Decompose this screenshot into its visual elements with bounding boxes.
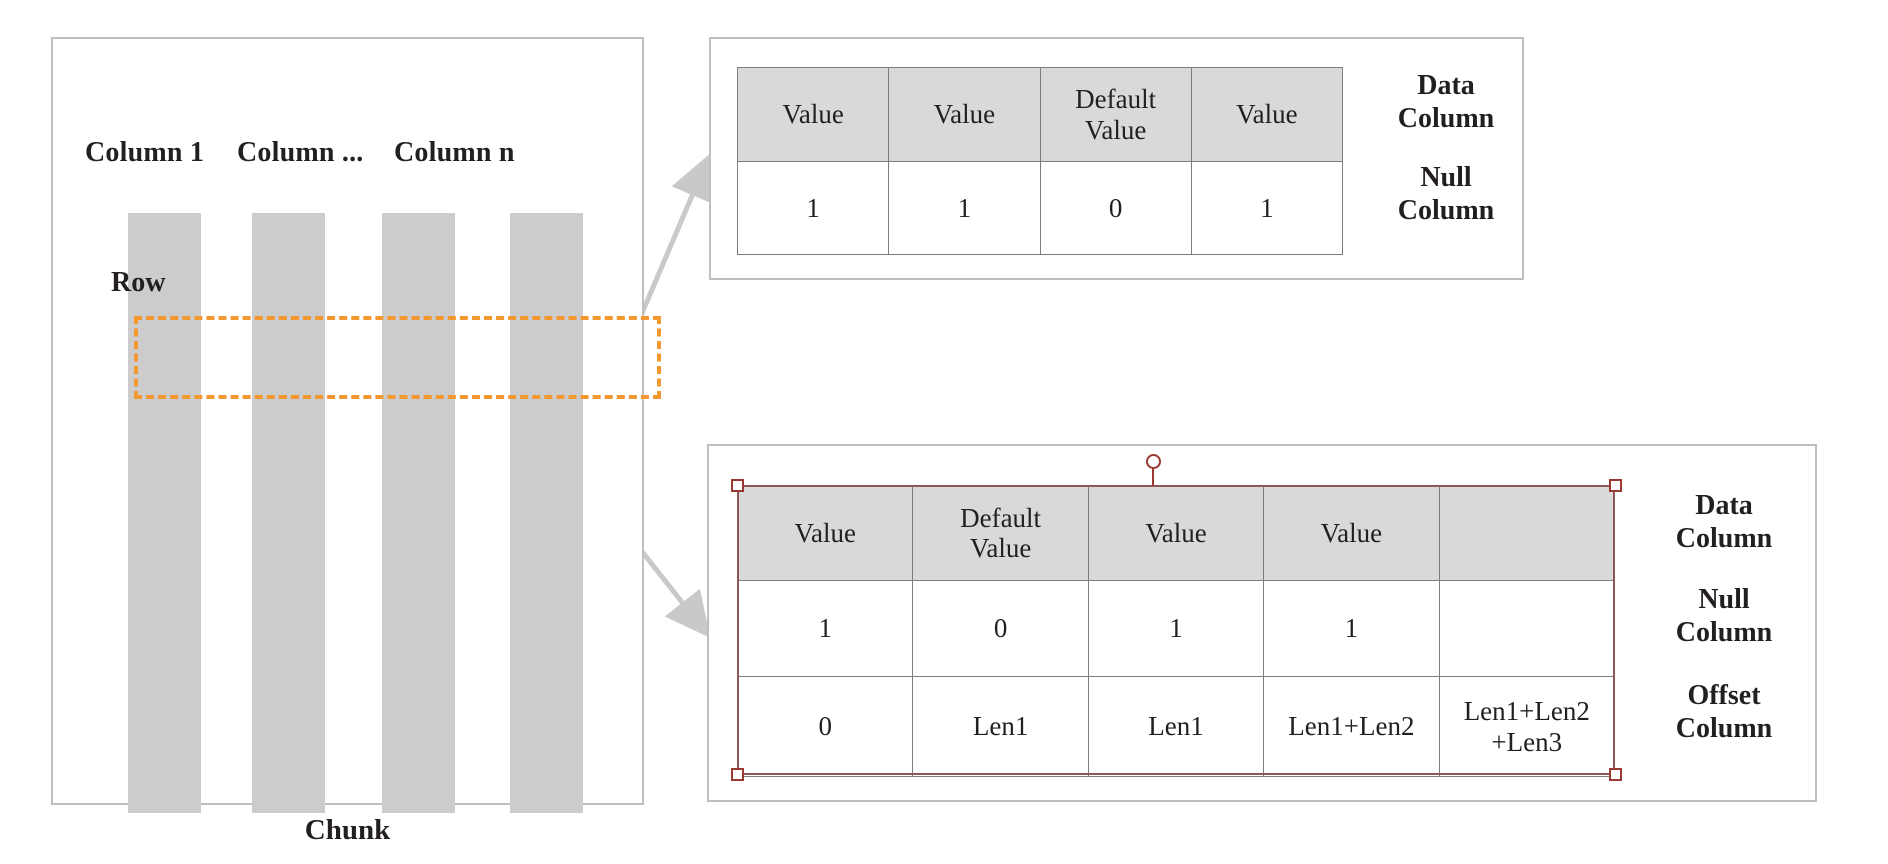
annotation-line: Column (1675, 617, 1773, 649)
selection-handle-bottom-right[interactable] (1609, 768, 1622, 781)
table-cell: 0 (912, 580, 1089, 677)
table-header-cell: Value (1190, 67, 1344, 162)
table-cell: 1 (736, 161, 890, 255)
chunk-label: Chunk (304, 814, 391, 846)
table-cell: 1 (888, 161, 1041, 255)
annotation-line: Column (1675, 713, 1773, 745)
table-cell: Len1 (912, 676, 1089, 777)
annotation-line: Column (1675, 523, 1773, 555)
selection-handle-top-right[interactable] (1609, 479, 1622, 492)
table-row: 1 0 1 1 (736, 580, 1616, 677)
table-cell: Len1+Len2+Len3 (1438, 676, 1616, 777)
rotation-handle-stem (1152, 468, 1154, 486)
row-label: Row (111, 267, 166, 298)
annotation-line: Offset (1687, 680, 1761, 711)
annotation-line: Data (1417, 70, 1475, 101)
column-header-ellipsis: Column ... (237, 137, 364, 168)
table-header-cell: Value (1087, 485, 1265, 581)
annotation-line: Null (1420, 162, 1472, 193)
column-bar-2 (252, 213, 325, 813)
chunk-panel: Column 1 Column ... Column n Row Chunk (51, 37, 661, 846)
column-bar-1 (128, 213, 201, 813)
annotation-data-column: Data Column (1366, 69, 1526, 135)
column-header-1: Column 1 (85, 137, 205, 168)
table-row: 1 1 0 1 (736, 161, 1344, 255)
table-header-cell: Value (1263, 485, 1440, 581)
column-bar-3 (382, 213, 455, 813)
table-cell: 1 (1087, 580, 1265, 677)
rotate-icon[interactable] (1146, 454, 1161, 469)
table-cell: 0 (1039, 161, 1192, 255)
annotation-line: Column (1397, 103, 1495, 135)
column-header-n: Column n (394, 137, 515, 168)
table-header-cell: Value (888, 67, 1041, 162)
table-cell: Len1+Len2 (1263, 676, 1440, 777)
table-cell: 0 (736, 676, 914, 777)
annotation-null-column: Null Column (1366, 161, 1526, 227)
annotation-line: Data (1695, 490, 1753, 521)
annotation-line: Null (1698, 584, 1750, 615)
table-cell: Len1 (1087, 676, 1265, 777)
table-cell: 1 (736, 580, 914, 677)
selection-handle-bottom-left[interactable] (731, 768, 744, 781)
annotation-data-column: Data Column (1639, 489, 1809, 555)
annotation-offset-column: Offset Column (1639, 679, 1809, 745)
annotation-line: Column (1397, 195, 1495, 227)
table-header-cell (1438, 485, 1616, 581)
column-bar-4 (510, 213, 583, 813)
table-cell (1438, 580, 1616, 677)
table-cell: 1 (1190, 161, 1344, 255)
table-header-cell: Value (736, 485, 914, 581)
table-header-cell: Value (736, 67, 890, 162)
table-row: 0 Len1 Len1 Len1+Len2 Len1+Len2+Len3 (736, 676, 1616, 777)
row-highlight-box (134, 316, 661, 399)
table-cell: 1 (1263, 580, 1440, 677)
selection-handle-top-left[interactable] (731, 479, 744, 492)
annotation-null-column: Null Column (1639, 583, 1809, 649)
